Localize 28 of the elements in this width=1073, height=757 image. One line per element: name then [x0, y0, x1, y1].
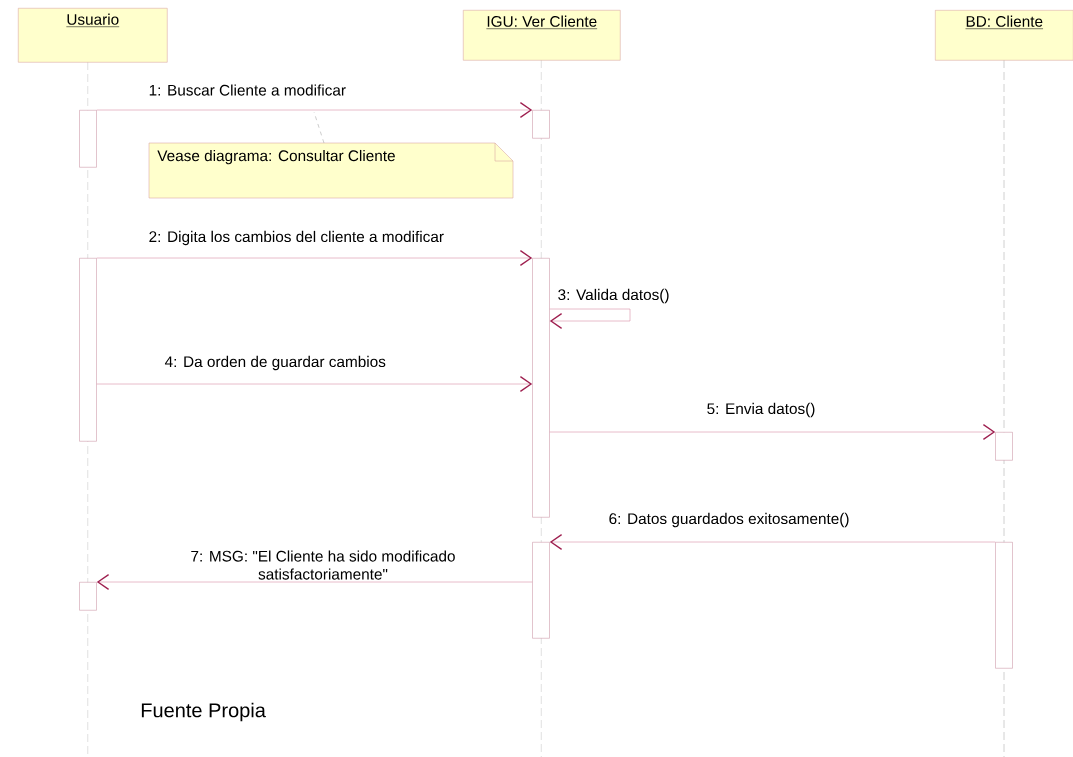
- message-arrow: [96, 250, 533, 266]
- message-arrow: [549, 534, 996, 550]
- message-arrow: [96, 102, 533, 118]
- object-box: Usuario: [18, 8, 168, 63]
- source-note: Fuente Propia: [141, 702, 266, 722]
- edge-label: 6: Datos guardados exitosamente(): [609, 512, 849, 528]
- activation-bar: [532, 110, 550, 139]
- leader-line: [313, 111, 325, 144]
- edge-label: 2: Digita los cambios del cliente a modificar: [149, 230, 444, 246]
- object-box: IGU: Ver Cliente: [463, 10, 621, 61]
- activation-bar: [79, 258, 97, 442]
- activation-bar: [79, 582, 97, 611]
- note-box: Vease diagrama: Consultar Cliente: [148, 142, 514, 199]
- edge-label: 3: Valida datos(): [558, 288, 669, 304]
- edge-label: 1: Buscar Cliente a modificar: [149, 84, 346, 96]
- message-arrow: [96, 376, 533, 392]
- activation-bar: [532, 258, 550, 518]
- edge-label: 7: MSG: "El Cliente ha sido modificado satisfactoriamente": [191, 550, 455, 580]
- activation-bar: [995, 542, 1013, 669]
- self-message-arrow: [549, 308, 631, 329]
- message-arrow: [549, 424, 996, 440]
- message-arrow: [96, 574, 533, 590]
- edge-label: 4: Da orden de guardar cambios: [164, 355, 386, 371]
- object-box: BD: Cliente: [935, 10, 1073, 61]
- activation-bar: [532, 542, 550, 639]
- activation-bar: [79, 110, 97, 168]
- edge-label: 5: Envia datos(): [707, 402, 815, 418]
- activation-bar: [995, 432, 1013, 461]
